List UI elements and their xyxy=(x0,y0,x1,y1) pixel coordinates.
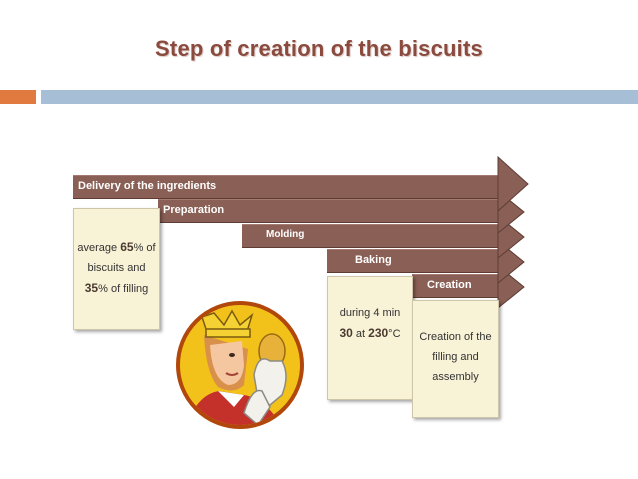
step-arrow-molding: Molding xyxy=(242,214,525,260)
arrow-head-icon xyxy=(497,155,529,213)
note-creation: Creation of the filling and assembly xyxy=(412,300,499,418)
note-line: 35% of filling xyxy=(84,281,149,295)
accent-bar xyxy=(0,90,36,104)
step-label-molding: Molding xyxy=(266,229,305,240)
note-line: during 4 min xyxy=(339,307,401,319)
note-line: average 65% of xyxy=(77,240,156,254)
king-holding-biscuit-icon xyxy=(176,301,304,429)
note-line: Creation of the xyxy=(419,331,492,343)
note-line: filling and xyxy=(432,351,479,363)
step-label-delivery: Delivery of the ingredients xyxy=(78,180,217,192)
step-arrow-baking: Baking xyxy=(327,239,525,285)
note-line: assembly xyxy=(432,371,479,383)
step-arrow-preparation: Preparation xyxy=(158,189,525,235)
note-line: biscuits and xyxy=(87,262,146,274)
note-ingredients: average 65% of biscuits and 35% of filli… xyxy=(73,208,160,330)
note-baking: during 4 min 30 at 230°C xyxy=(327,276,413,400)
step-label-preparation: Preparation xyxy=(163,204,225,216)
page-title: Step of creation of the biscuits xyxy=(155,36,483,61)
step-label-creation: Creation xyxy=(427,279,472,291)
note-line: 30 at 230°C xyxy=(339,326,401,340)
header-bar xyxy=(41,90,638,104)
step-label-baking: Baking xyxy=(355,254,392,266)
step-arrow-creation: Creation xyxy=(412,264,525,310)
step-arrow-delivery: Delivery of the ingredients xyxy=(73,155,529,213)
